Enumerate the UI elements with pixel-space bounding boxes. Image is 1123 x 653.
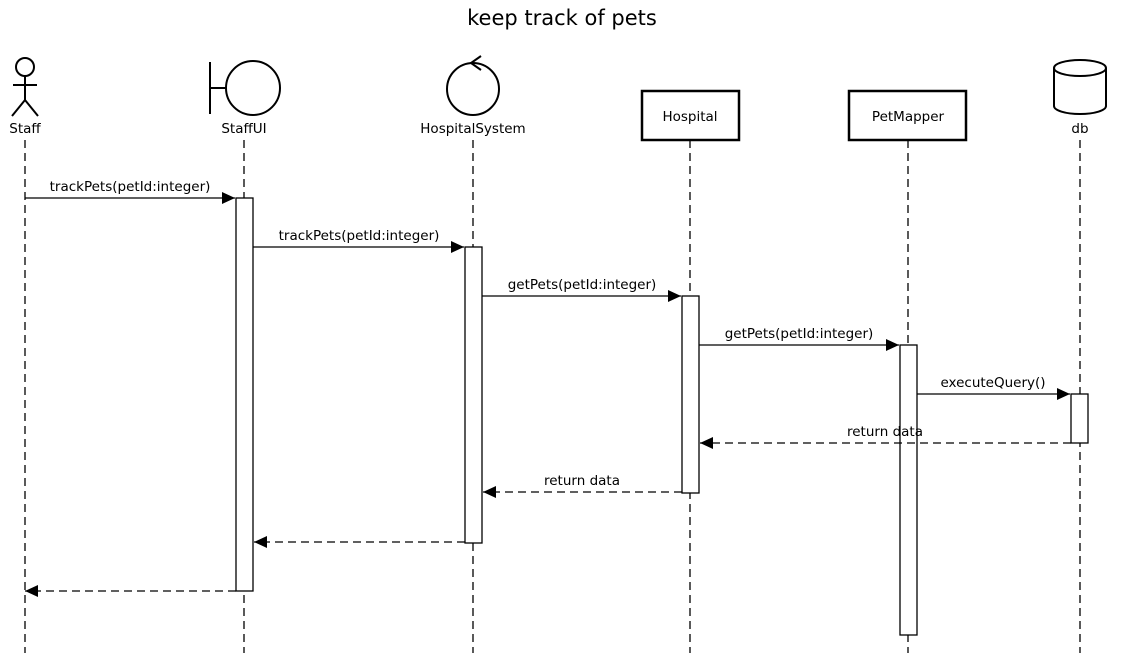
participant-hospital[interactable]: Hospital [640, 89, 741, 142]
message-label: trackPets(petId:integer) [279, 228, 440, 244]
participant-label: PetMapper [872, 109, 945, 125]
participant-box [640, 89, 741, 142]
message-label: getPets(petId:integer) [725, 326, 874, 342]
participant-petmapper[interactable]: PetMapper [847, 89, 968, 142]
message-return-data-1: return data [700, 424, 1071, 449]
diagram-title: keep track of pets [467, 6, 657, 30]
participant-db[interactable]: db [1053, 59, 1107, 137]
participant-staff[interactable]: Staff [9, 57, 41, 137]
participant-box [847, 89, 968, 142]
participant-label: Hospital [662, 109, 717, 125]
participant-label: Staff [9, 121, 41, 137]
participant-label: StaffUI [221, 121, 266, 137]
message-label: executeQuery() [940, 375, 1045, 391]
message-label: getPets(petId:integer) [508, 277, 657, 293]
activation-hospitalsystem [464, 246, 483, 544]
activation-db [1070, 393, 1089, 444]
message-label: return data [544, 473, 620, 489]
message-track-pets-2: trackPets(petId:integer) [253, 228, 464, 253]
actor-icon [11, 57, 39, 117]
boundary-icon [209, 60, 281, 116]
control-icon [446, 55, 500, 116]
message-return-data-2: return data [483, 473, 682, 498]
database-icon [1053, 59, 1107, 115]
lifelines [24, 140, 1081, 653]
activations [235, 197, 1089, 636]
activation-hospital [681, 295, 700, 494]
activation-petmapper [899, 344, 918, 636]
message-track-pets-1: trackPets(petId:integer) [25, 179, 235, 204]
message-label: trackPets(petId:integer) [50, 179, 211, 195]
message-get-pets-1: getPets(petId:integer) [482, 277, 681, 302]
message-get-pets-2: getPets(petId:integer) [699, 326, 899, 351]
participant-label: db [1071, 121, 1088, 137]
participant-label: HospitalSystem [420, 121, 525, 137]
activation-staffui [235, 197, 254, 592]
message-execute-query: executeQuery() [917, 375, 1070, 400]
participant-staffui[interactable]: StaffUI [209, 60, 281, 137]
participant-hospitalsystem[interactable]: HospitalSystem [420, 55, 526, 137]
message-label: return data [847, 424, 923, 440]
messages: trackPets(petId:integer) trackPets(petId… [25, 179, 1071, 597]
